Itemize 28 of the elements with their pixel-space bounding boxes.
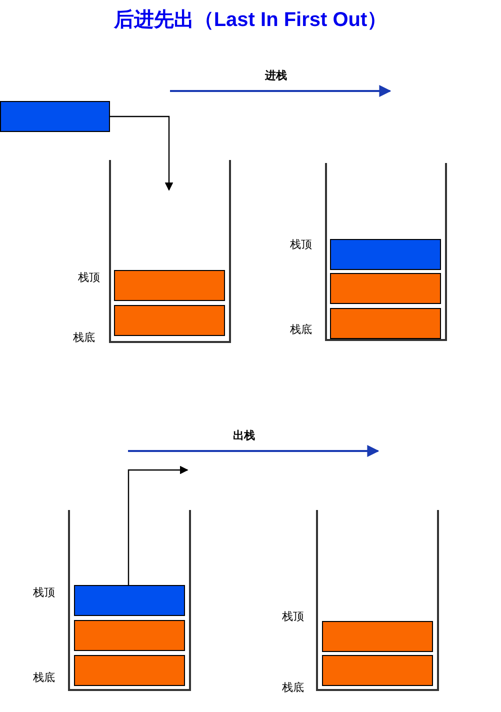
stack-block — [114, 270, 225, 301]
stack-block — [330, 239, 441, 270]
direction-label: 进栈 — [265, 68, 287, 83]
stack-block — [74, 655, 185, 686]
stack-container — [325, 163, 447, 341]
stack-container — [316, 510, 439, 691]
stack-bottom-label: 栈底 — [33, 670, 55, 685]
stack-block — [114, 305, 225, 336]
title: 后进先出（Last In First Out） — [112, 8, 388, 33]
stack-block — [322, 621, 433, 652]
stack-bottom-label: 栈底 — [282, 680, 304, 695]
stack-top-label: 栈顶 — [78, 270, 100, 285]
stack-block — [74, 620, 185, 651]
stack-block — [330, 273, 441, 304]
direction-label: 出栈 — [233, 428, 255, 443]
arrow — [128, 466, 188, 585]
arrow — [110, 116, 174, 191]
stack-top-label: 栈顶 — [33, 585, 55, 600]
stack-top-label: 栈顶 — [282, 609, 304, 624]
stack-container — [68, 510, 191, 691]
stack-top-label: 栈顶 — [290, 237, 312, 252]
stack-block — [330, 308, 441, 339]
stack-bottom-label: 栈底 — [73, 330, 95, 345]
stack-bottom-label: 栈底 — [290, 322, 312, 337]
stack-container — [109, 160, 231, 343]
stack-block — [322, 655, 433, 686]
stack-block — [74, 585, 185, 616]
stack-block — [0, 101, 110, 132]
